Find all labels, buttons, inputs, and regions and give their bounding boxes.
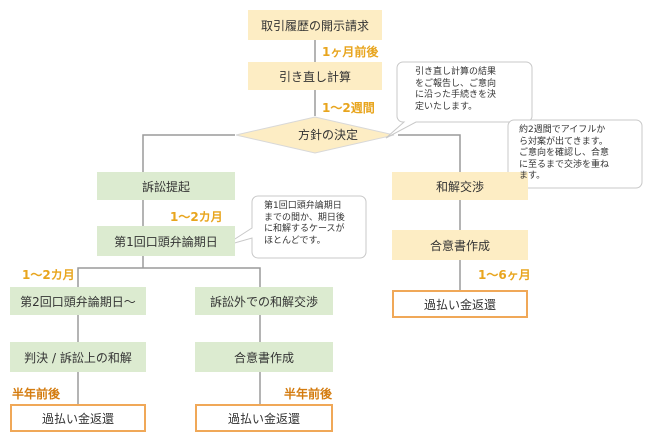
node-agreement-left: 合意書作成 (195, 342, 333, 372)
node-lawsuit: 訴訟提起 (97, 172, 235, 200)
node-settlement-negotiation: 和解交渉 (392, 172, 528, 200)
duration-after-judgment: 半年前後 (12, 387, 61, 401)
callout-settlement-text: 約2週間でアイフルか ら対案が出てきます。 ご意向を確認し、合意 に至るまで交渉… (519, 125, 610, 181)
callout-hearing-text: 第1回口頭弁論期日 までの間か、期日後 に和解するケースが ほとんどです。 (264, 201, 345, 246)
node-refund-middle: 過払い金返還 (195, 404, 333, 432)
node-disclosure-request: 取引履歴の開示請求 (248, 10, 382, 40)
node-recalculation: 引き直し計算 (248, 62, 382, 90)
node-decision: 方針の決定 (297, 127, 358, 142)
node-first-hearing: 第1回口頭弁論期日 (97, 226, 235, 256)
callout-hearing-bubble (223, 195, 367, 259)
duration-before-second-hearing: 1～2カ月 (22, 268, 75, 282)
duration-after-agreement: 半年前後 (284, 387, 333, 401)
callout-recalc-text: 引き直し計算の結果 をご報告し、ご意向 に沿った手続きを決 定いたします。 (415, 67, 497, 112)
duration-after-disclosure: 1ヶ月前後 (322, 45, 379, 59)
node-agreement-right: 合意書作成 (392, 230, 528, 260)
node-out-of-court-settlement: 訴訟外での和解交渉 (195, 287, 333, 315)
node-refund-right: 過払い金返還 (392, 290, 528, 318)
duration-after-recalc: 1～2週間 (322, 101, 375, 115)
node-judgment: 判決 / 訴訟上の和解 (10, 342, 146, 372)
decision-diamond (235, 116, 395, 154)
duration-after-lawsuit: 1～2カ月 (170, 210, 223, 224)
callout-recalc-bubble (385, 61, 533, 139)
node-refund-left: 過払い金返還 (10, 404, 146, 432)
duration-after-agreement-right: 1～6ヶ月 (478, 268, 531, 282)
node-second-hearing: 第2回口頭弁論期日～ (10, 287, 146, 315)
